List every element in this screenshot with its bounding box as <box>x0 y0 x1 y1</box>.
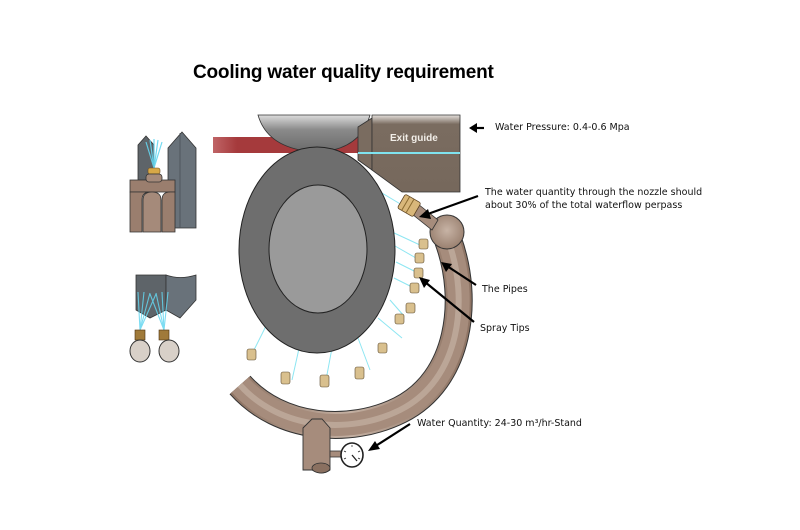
water-pressure-label: Water Pressure: 0.4-0.6 Mpa <box>495 122 630 133</box>
nozzle-flow-line2: about 30% of the total waterflow perpass <box>485 200 683 211</box>
pipe-elbow <box>429 214 465 250</box>
work-roll-inner <box>268 184 368 314</box>
annotation-arrows <box>368 123 484 451</box>
stand-illustration-top <box>129 131 197 233</box>
pipes-label: The Pipes <box>482 284 528 295</box>
stand-illustration-bottom <box>129 274 197 363</box>
inlet-pipe <box>302 418 343 474</box>
main-nozzle <box>397 194 421 217</box>
exit-guide: Exit guide <box>357 114 461 193</box>
arrow-pipes <box>441 262 477 286</box>
spray-tips <box>246 238 429 388</box>
nozzle-flow-line1: The water quantity through the nozzle sh… <box>485 187 703 198</box>
nozzle-flow-label: The water quantity through the nozzle sh… <box>485 186 702 212</box>
exit-guide-label: Exit guide <box>390 133 438 144</box>
arrow-pressure <box>469 123 484 133</box>
arrow-quantity <box>368 423 411 451</box>
arrow-nozzle <box>419 194 479 219</box>
arrow-spray-tips <box>419 277 475 323</box>
diagram-title: Cooling water quality requirement <box>193 62 494 83</box>
water-quantity-label: Water Quantity: 24-30 m³/hr-Stand <box>417 418 582 429</box>
spray-tips-label: Spray Tips <box>480 323 530 334</box>
pressure-gauge-icon <box>340 442 364 468</box>
